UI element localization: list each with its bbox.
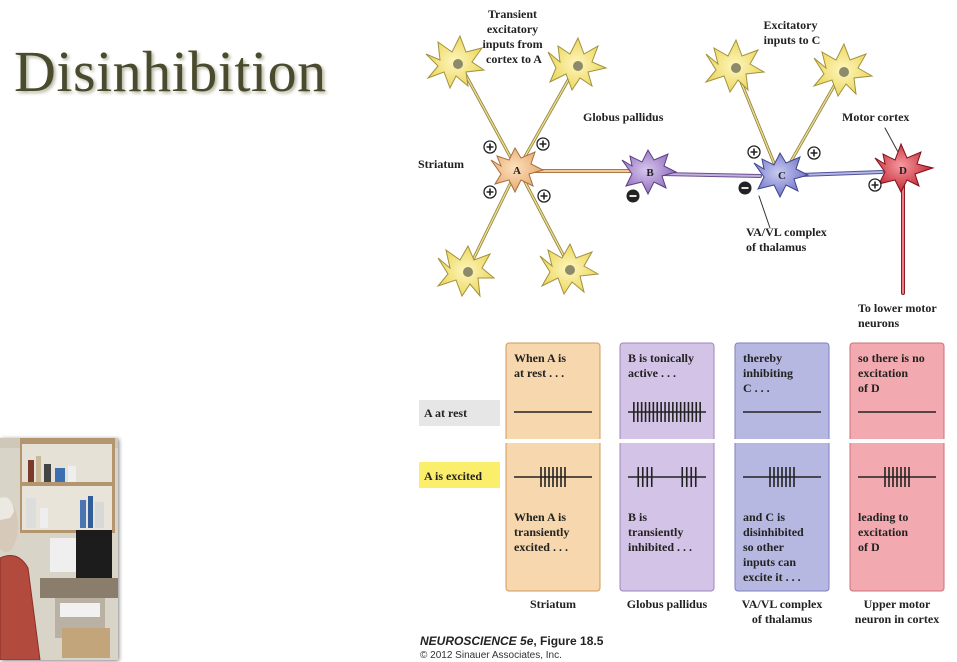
excitatory-neuron-c-left <box>704 38 766 94</box>
lower-motor-neurons-label: To lower motor neurons <box>858 301 939 330</box>
globus-pallidus-label: Globus pallidus <box>583 110 664 124</box>
row-label-excited-bg <box>419 462 500 488</box>
plus-sign <box>807 146 821 160</box>
motor-cortex-label: Motor cortex <box>842 110 909 124</box>
caption-figure: , Figure 18.5 <box>533 634 604 648</box>
excitatory-neuron-a-top-right <box>547 36 608 92</box>
col2-footer: Globus pallidus <box>627 597 708 611</box>
transient-inputs-label: Transient excitatory inputs from cortex … <box>482 7 545 66</box>
neuron-a-striatum: A <box>490 146 545 194</box>
spike-trains <box>540 402 910 487</box>
neuron-b-label: B <box>646 167 654 179</box>
copyright-text: © 2012 Sinauer Associates, Inc. <box>420 650 562 661</box>
plus-sign <box>747 145 761 159</box>
figure-caption: NEUROSCIENCE 5e, Figure 18.5 <box>420 634 603 648</box>
excitatory-neuron-c-right <box>812 42 874 98</box>
synapse-signs <box>483 137 882 203</box>
basal-ganglia-disinhibition-diagram: A B C D Transient excitatory inputs from… <box>418 7 950 626</box>
plus-sign <box>868 178 882 192</box>
thalamus-label: VA/VL complex of thalamus <box>746 225 830 254</box>
neuron-c-label: C <box>778 170 786 182</box>
slide-title: Disinhibition <box>14 39 327 104</box>
minus-sign <box>626 189 640 203</box>
diagram-labels: Transient excitatory inputs from cortex … <box>418 7 939 330</box>
row-label-rest-bg <box>419 400 500 426</box>
neuron-a-label: A <box>513 165 521 177</box>
striatum-label: Striatum <box>418 157 464 171</box>
excitatory-neuron-a-top-left <box>425 34 486 90</box>
axon-lines <box>460 66 905 295</box>
column-globus-pallidus-panel <box>619 342 715 592</box>
neuron-d-label: D <box>899 165 907 177</box>
excitatory-neuron-a-bottom-right <box>539 242 600 296</box>
row-label-rest: A at rest <box>424 406 467 420</box>
caption-book: NEUROSCIENCE 5e <box>420 634 534 648</box>
office-photo <box>0 438 118 660</box>
plus-sign <box>483 140 497 154</box>
excitatory-neurons <box>425 34 874 298</box>
plus-sign <box>537 189 551 203</box>
neuron-d-motor-cortex: D <box>874 142 935 194</box>
webcam-video-inset <box>0 438 118 660</box>
row-label-excited: A is excited <box>424 469 482 483</box>
neuron-c-thalamus: C <box>753 151 810 199</box>
minus-sign <box>738 181 752 195</box>
neuron-b-globus-pallidus: B <box>621 148 678 196</box>
excitatory-neuron-a-bottom-left <box>436 244 496 298</box>
excitatory-inputs-c-label: Excitatory inputs to C <box>764 18 821 47</box>
plus-sign <box>536 137 550 151</box>
col1-footer: Striatum <box>530 597 576 611</box>
plus-sign <box>483 185 497 199</box>
